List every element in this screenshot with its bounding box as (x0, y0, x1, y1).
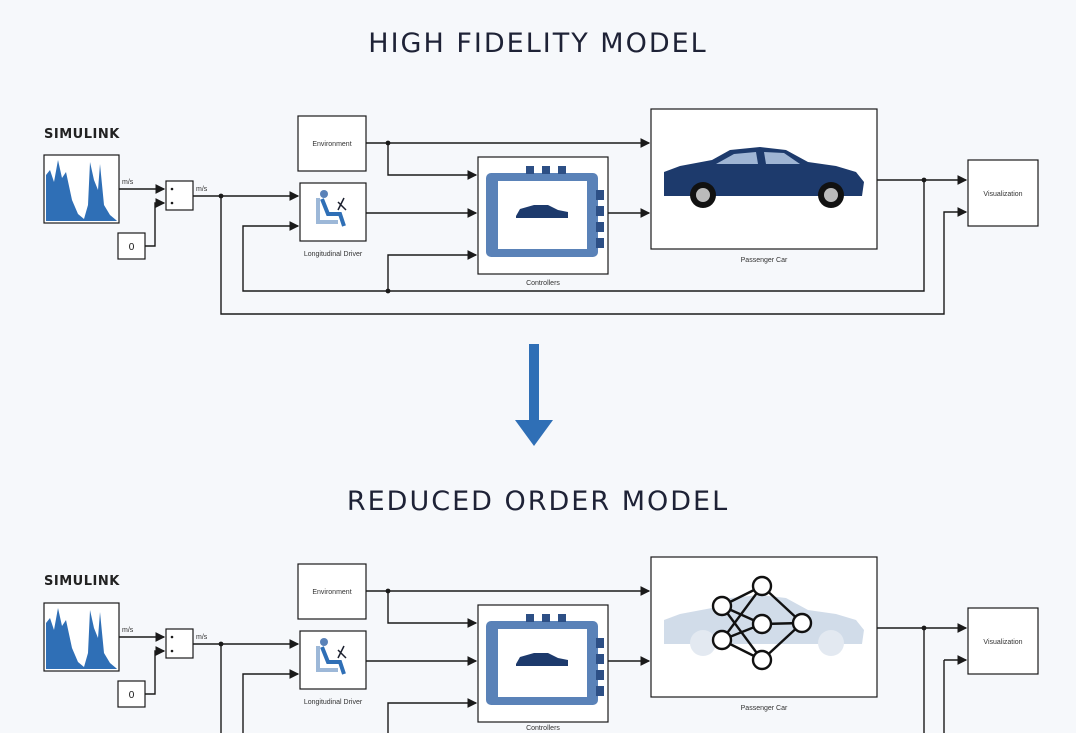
driver-label: Longitudinal Driver (304, 251, 363, 258)
simulink-label-bottom: SIMULINK (44, 574, 120, 589)
reduced-order-title: REDUCED ORDER MODEL (346, 486, 730, 517)
ecu-icon (486, 166, 604, 257)
constant-value: 0 (129, 242, 135, 253)
signal-label-1: m/s (122, 627, 134, 634)
visualization-block[interactable]: Visualization (967, 159, 1039, 227)
svg-text:Environment: Environment (312, 589, 351, 596)
constant-value: 0 (129, 690, 135, 701)
high-fidelity-diagram: m/s 0 m/s Environment Longitudinal Drive… (43, 108, 1039, 315)
ecu-icon (486, 614, 604, 705)
signal-label-1: m/s (122, 179, 134, 186)
neural-network-icon (711, 575, 813, 671)
driver-block[interactable] (299, 630, 367, 690)
environment-block[interactable]: Environment (297, 563, 367, 620)
driver-block[interactable] (299, 182, 367, 242)
passenger-car-block[interactable] (650, 556, 878, 698)
svg-text:Visualization: Visualization (983, 639, 1022, 646)
controller-block[interactable] (477, 156, 609, 275)
constant-block[interactable]: 0 (117, 680, 146, 708)
passenger-car-block[interactable] (650, 108, 878, 250)
high-fidelity-title: HIGH FIDELITY MODEL (368, 28, 708, 59)
mux-block[interactable] (165, 180, 194, 211)
simulink-label-top: SIMULINK (44, 127, 120, 142)
controller-label: Controllers (526, 280, 560, 287)
signal-builder-block[interactable] (43, 154, 120, 224)
svg-text:Environment: Environment (312, 141, 351, 148)
car-icon (664, 147, 864, 208)
visualization-block[interactable]: Visualization (967, 607, 1039, 675)
passenger-car-label: Passenger Car (741, 257, 788, 264)
signal-label-2: m/s (196, 186, 208, 193)
driver-icon (316, 638, 347, 675)
signal-builder-block[interactable] (43, 602, 120, 672)
signal-label-2: m/s (196, 634, 208, 641)
driver-icon (316, 190, 347, 227)
reduced-order-diagram: m/s 0 m/s Environment Longitudinal Drive… (43, 556, 1039, 733)
controller-label: Controllers (526, 725, 560, 732)
constant-block[interactable]: 0 (117, 232, 146, 260)
mux-block[interactable] (165, 628, 194, 659)
controller-block[interactable] (477, 604, 609, 723)
environment-block[interactable]: Environment (297, 115, 367, 172)
arrow-down-icon (515, 344, 553, 446)
driver-label: Longitudinal Driver (304, 699, 363, 706)
svg-text:Visualization: Visualization (983, 191, 1022, 198)
passenger-car-label: Passenger Car (741, 705, 788, 712)
